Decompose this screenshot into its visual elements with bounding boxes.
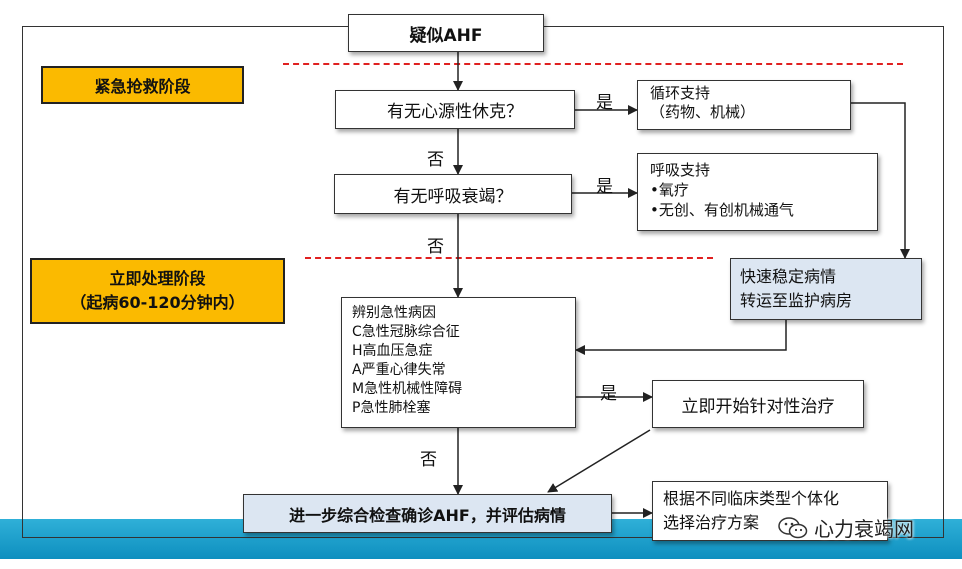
watermark-text: 心力衰竭网 — [814, 517, 914, 541]
label-resp-no: 否 — [427, 237, 444, 257]
node-circulatory-support: 循环支持 （药物、机械） — [637, 80, 851, 130]
watermark: 心力衰竭网 — [778, 513, 914, 542]
immediate-stage-divider — [305, 257, 713, 259]
node-respiratory-support: 呼吸支持 •氧疗 •无创、有创机械通气 — [637, 153, 878, 231]
stage-immediate: 立即处理阶段 （起病60-120分钟内） — [30, 258, 285, 324]
node-stabilize-transfer: 快速稳定病情 转运至监护病房 — [730, 258, 922, 320]
label-resp-yes: 是 — [596, 177, 613, 197]
label-shock-no: 否 — [427, 150, 444, 170]
node-individualized-plan: 根据不同临床类型个体化 选择治疗方案 — [652, 481, 888, 541]
node-immediate-treatment: 立即开始针对性治疗 — [652, 380, 864, 428]
node-identify-causes: 辨别急性病因 C急性冠脉综合征 H高血压急症 A严重心律失常 M急性机械性障碍 … — [341, 297, 576, 428]
stage-emergency: 紧急抢救阶段 — [41, 66, 244, 104]
emergency-stage-divider — [283, 63, 903, 65]
label-cause-no: 否 — [420, 450, 437, 470]
node-suspect-ahf: 疑似AHF — [348, 14, 544, 52]
label-shock-yes: 是 — [596, 93, 613, 113]
wechat-icon — [778, 516, 808, 538]
node-cardiogenic-shock-question: 有无心源性休克？ — [335, 90, 575, 129]
node-further-exam: 进一步综合检查确诊AHF，并评估病情 — [243, 494, 612, 533]
label-cause-yes: 是 — [600, 384, 617, 404]
bottom-white-strip — [0, 559, 962, 569]
node-respiratory-failure-question: 有无呼吸衰竭？ — [334, 174, 572, 214]
